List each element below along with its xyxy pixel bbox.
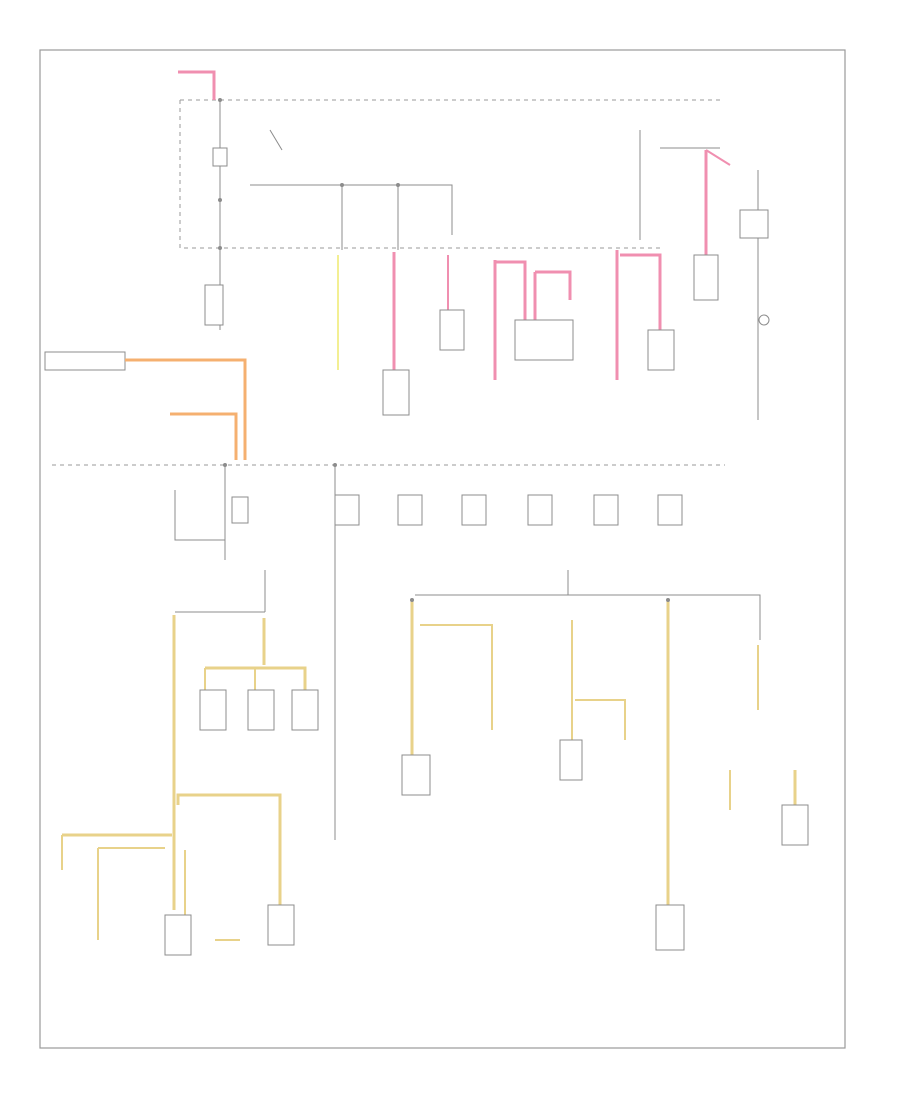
orange-wire-2	[170, 412, 238, 460]
lower-left-circuits	[61, 570, 319, 956]
diagram-frame	[39, 49, 846, 1049]
component-box	[439, 309, 465, 351]
pink-branch-center	[493, 260, 574, 380]
orange-wire-1	[125, 358, 247, 460]
pink-branch-right	[615, 250, 675, 380]
underhood-fuse-block	[179, 98, 720, 330]
instrument-panel-bus	[52, 463, 725, 840]
component-box	[44, 351, 126, 371]
right-top-circuit	[660, 147, 770, 420]
pink-feed-battery	[178, 70, 216, 100]
component-box	[382, 369, 410, 416]
lower-right-circuits	[401, 570, 809, 951]
